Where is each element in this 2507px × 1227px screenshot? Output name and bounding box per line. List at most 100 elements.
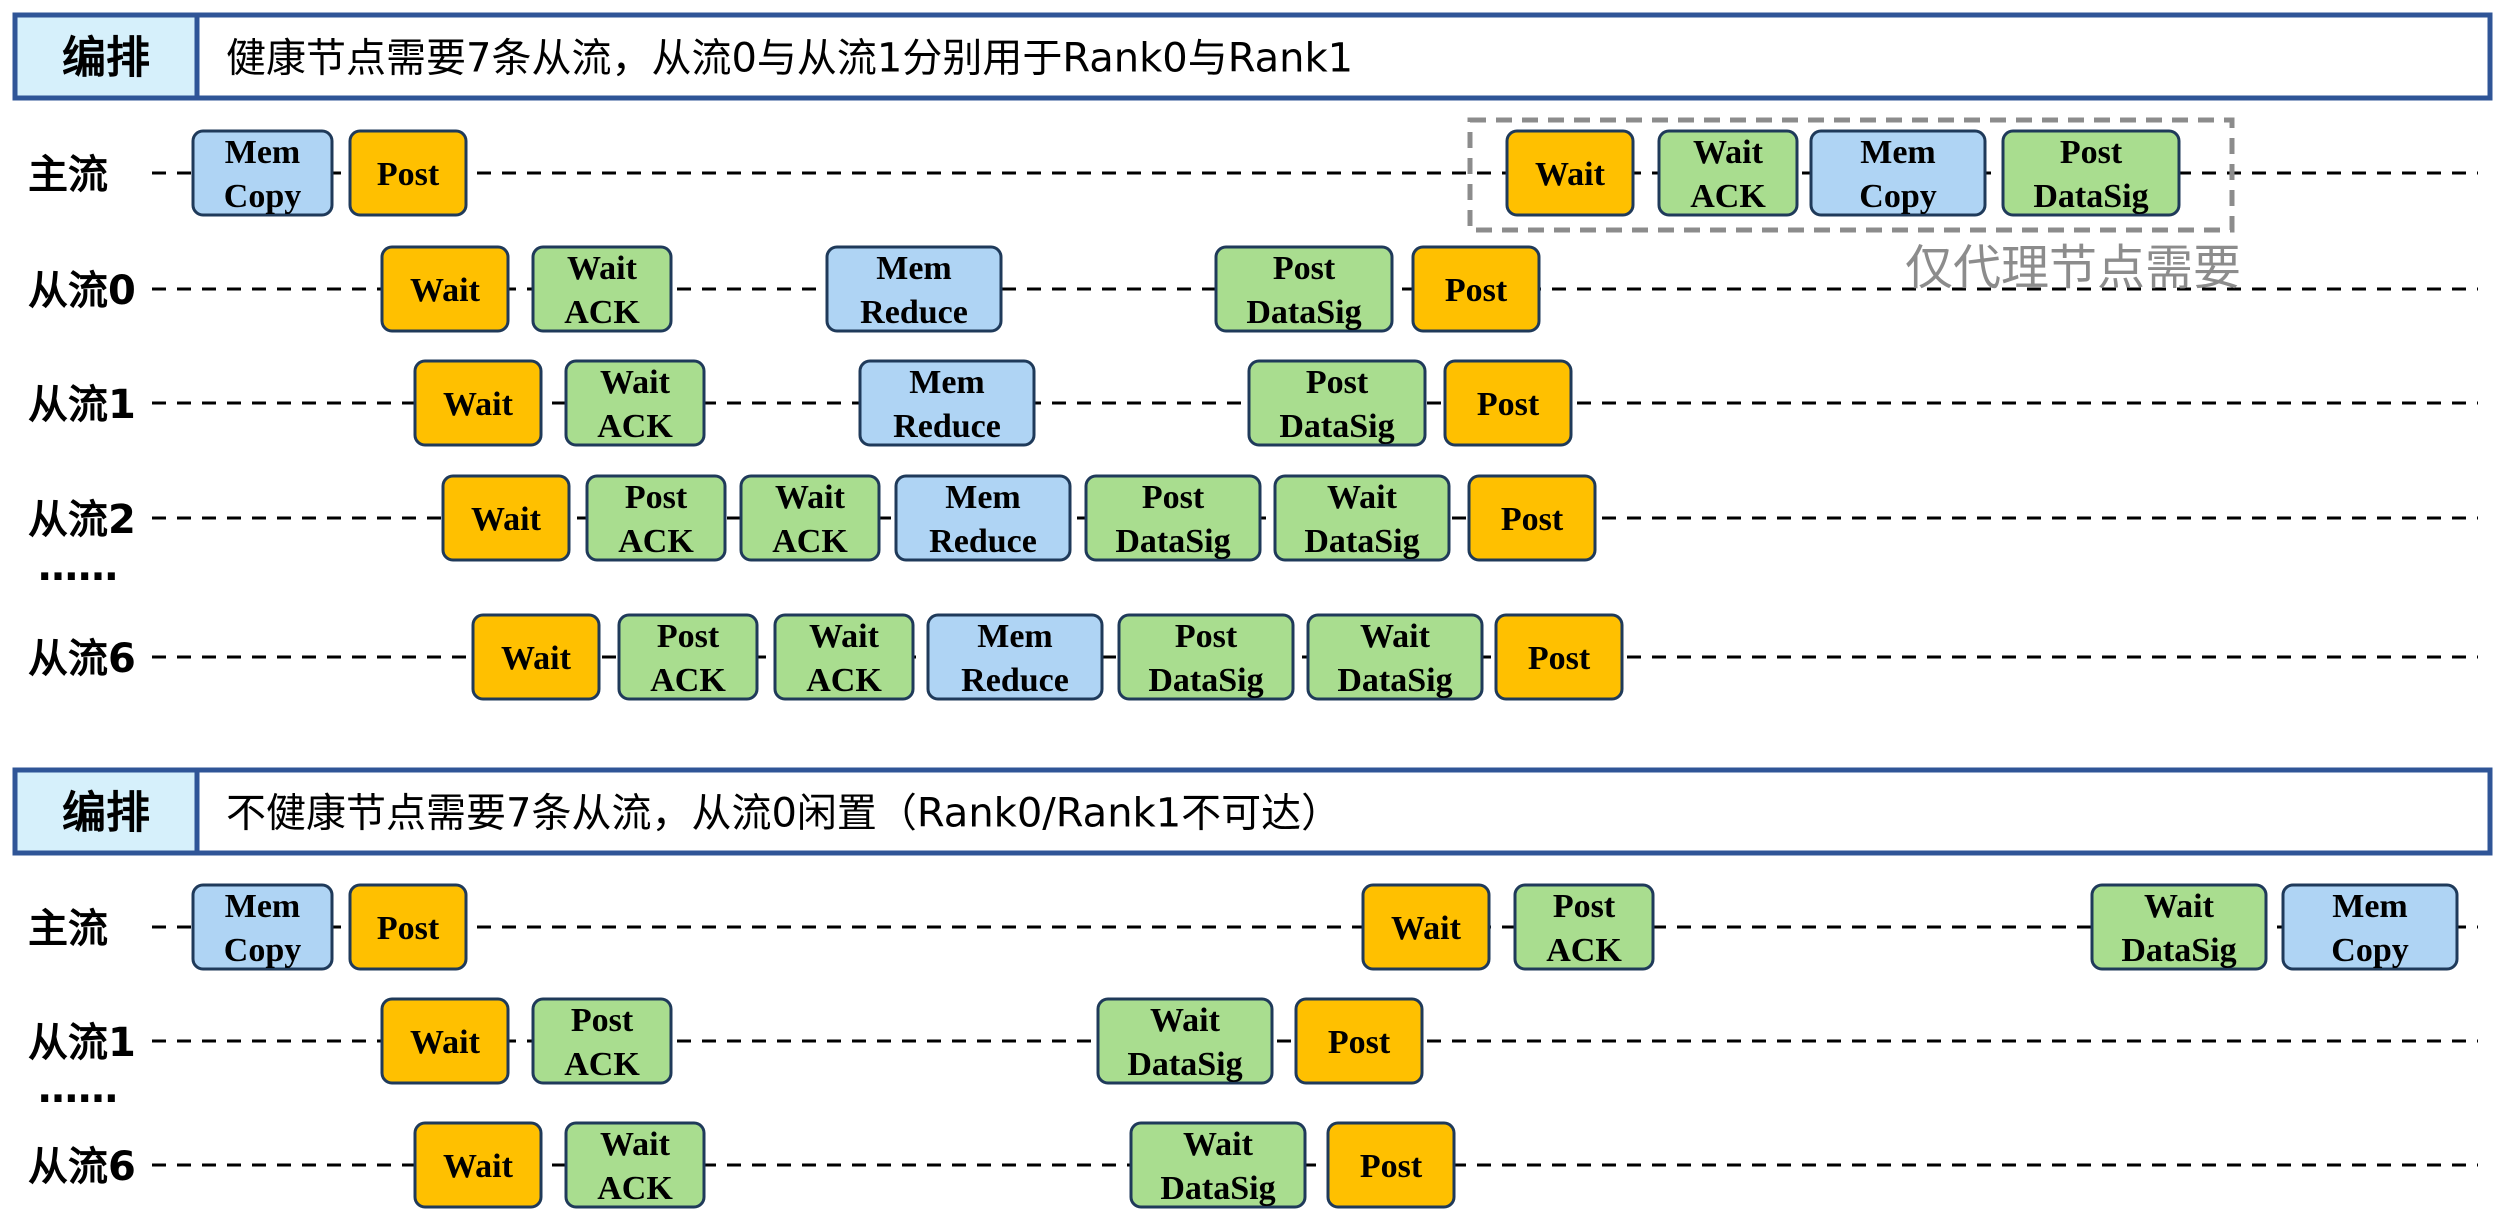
stream-label: 主流 bbox=[28, 906, 108, 952]
op-label: Post bbox=[2060, 134, 2123, 171]
op-label: ACK bbox=[1690, 178, 1766, 215]
op-label: Mem bbox=[2332, 888, 2408, 925]
op-box-post: Post bbox=[1411, 245, 1541, 333]
op-box-shape bbox=[1294, 997, 1424, 1085]
op-box-shape bbox=[1443, 359, 1573, 447]
op-label: Wait bbox=[1693, 134, 1764, 171]
op-label: Wait bbox=[443, 386, 514, 423]
op-box-wait: Wait bbox=[380, 245, 510, 333]
op-label: ACK bbox=[597, 1170, 673, 1207]
op-label: Post bbox=[1273, 250, 1336, 287]
op-label: Wait bbox=[443, 1148, 514, 1185]
op-label: DataSig bbox=[1304, 523, 1419, 560]
op-label: Copy bbox=[224, 932, 301, 969]
op-label: Post bbox=[1142, 479, 1205, 516]
op-label: ACK bbox=[564, 1046, 640, 1083]
op-box-shape bbox=[926, 613, 1104, 701]
op-label: ACK bbox=[564, 294, 640, 331]
op-box-shape bbox=[894, 474, 1072, 562]
op-box-shape bbox=[191, 129, 334, 217]
op-label: DataSig bbox=[1127, 1046, 1242, 1083]
op-box-shape bbox=[858, 359, 1036, 447]
op-label: Wait bbox=[471, 501, 542, 538]
op-box-shape bbox=[348, 129, 468, 217]
op-box-post: Post bbox=[1494, 613, 1624, 701]
op-box-shape bbox=[413, 359, 543, 447]
op-label: Post bbox=[1477, 386, 1540, 423]
op-label: ACK bbox=[650, 662, 726, 699]
op-label: Mem bbox=[909, 364, 985, 401]
header-title: 健康节点需要7条从流，从流0与从流1分别用于Rank0与Rank1 bbox=[226, 36, 1353, 82]
op-box-shape bbox=[564, 359, 706, 447]
op-label: Wait bbox=[1360, 618, 1431, 655]
op-label: Wait bbox=[809, 618, 880, 655]
op-label: Post bbox=[1306, 364, 1369, 401]
op-box-wait: Wait bbox=[380, 997, 510, 1085]
op-label: Mem bbox=[1860, 134, 1936, 171]
op-label: Wait bbox=[410, 1024, 481, 1061]
op-box-shape bbox=[1273, 474, 1451, 562]
op-label: ACK bbox=[618, 523, 694, 560]
op-box-shape bbox=[2090, 883, 2268, 971]
op-box-post: Post bbox=[1294, 997, 1424, 1085]
op-label: Mem bbox=[945, 479, 1021, 516]
op-label: Reduce bbox=[929, 523, 1037, 560]
stream-label: 从流1 bbox=[28, 382, 136, 428]
op-label: Post bbox=[377, 910, 440, 947]
op-box-wait: Wait bbox=[413, 1121, 543, 1209]
op-label: DataSig bbox=[1160, 1170, 1275, 1207]
stream-label: 从流6 bbox=[28, 1144, 136, 1190]
op-box-shape bbox=[1129, 1121, 1307, 1209]
stream-label: 从流0 bbox=[28, 268, 136, 314]
op-label: Mem bbox=[876, 250, 952, 287]
op-box-shape bbox=[1361, 883, 1491, 971]
op-box-shape bbox=[1467, 474, 1597, 562]
op-box-shape bbox=[380, 997, 510, 1085]
op-box-shape bbox=[191, 883, 334, 971]
header-tag-cell bbox=[12, 12, 200, 101]
op-label: Wait bbox=[1183, 1126, 1254, 1163]
op-box-wait: Wait bbox=[1505, 129, 1635, 217]
op-label: Post bbox=[1175, 618, 1238, 655]
header-tag: 编排 bbox=[62, 788, 150, 839]
op-label: ACK bbox=[806, 662, 882, 699]
ellipsis: …… bbox=[38, 544, 118, 590]
op-box-shape bbox=[1657, 129, 1799, 217]
op-label: DataSig bbox=[2033, 178, 2148, 215]
op-box-shape bbox=[1117, 613, 1295, 701]
op-label: Reduce bbox=[893, 408, 1001, 445]
op-box-post: Post bbox=[348, 129, 468, 217]
op-label: Wait bbox=[1391, 910, 1462, 947]
op-box-shape bbox=[773, 613, 915, 701]
op-label: Post bbox=[1328, 1024, 1391, 1061]
op-label: DataSig bbox=[1148, 662, 1263, 699]
op-box-post: Post bbox=[1467, 474, 1597, 562]
op-box-shape bbox=[1096, 997, 1274, 1085]
op-box-post: Post bbox=[1326, 1121, 1456, 1209]
